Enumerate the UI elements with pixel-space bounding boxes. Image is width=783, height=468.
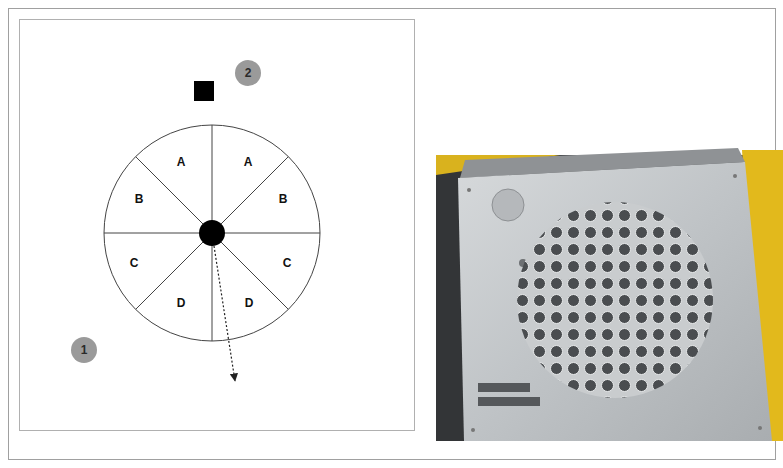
center-dot: [199, 220, 225, 246]
sector-label: C: [283, 257, 292, 269]
callout-circle: 1: [71, 337, 97, 363]
sector-label: A: [177, 156, 186, 168]
sector-label: D: [245, 297, 254, 309]
sector-label: B: [135, 193, 144, 205]
callout-disc: [71, 337, 97, 363]
panel-frame: [20, 20, 415, 431]
callout-circle: 2: [235, 60, 261, 86]
sector-label: D: [177, 297, 186, 309]
direction-arrow: [214, 246, 235, 381]
callout-number: 1: [71, 343, 97, 357]
sector-label: B: [279, 193, 288, 205]
device-photo: [436, 148, 783, 441]
outer-frame: [9, 9, 776, 460]
sector-wheel: [104, 125, 320, 341]
callout-number: 2: [235, 66, 261, 80]
callout-disc: [235, 60, 261, 86]
sector-label: A: [244, 156, 253, 168]
square-marker: [194, 81, 214, 101]
sector-label: C: [130, 257, 139, 269]
